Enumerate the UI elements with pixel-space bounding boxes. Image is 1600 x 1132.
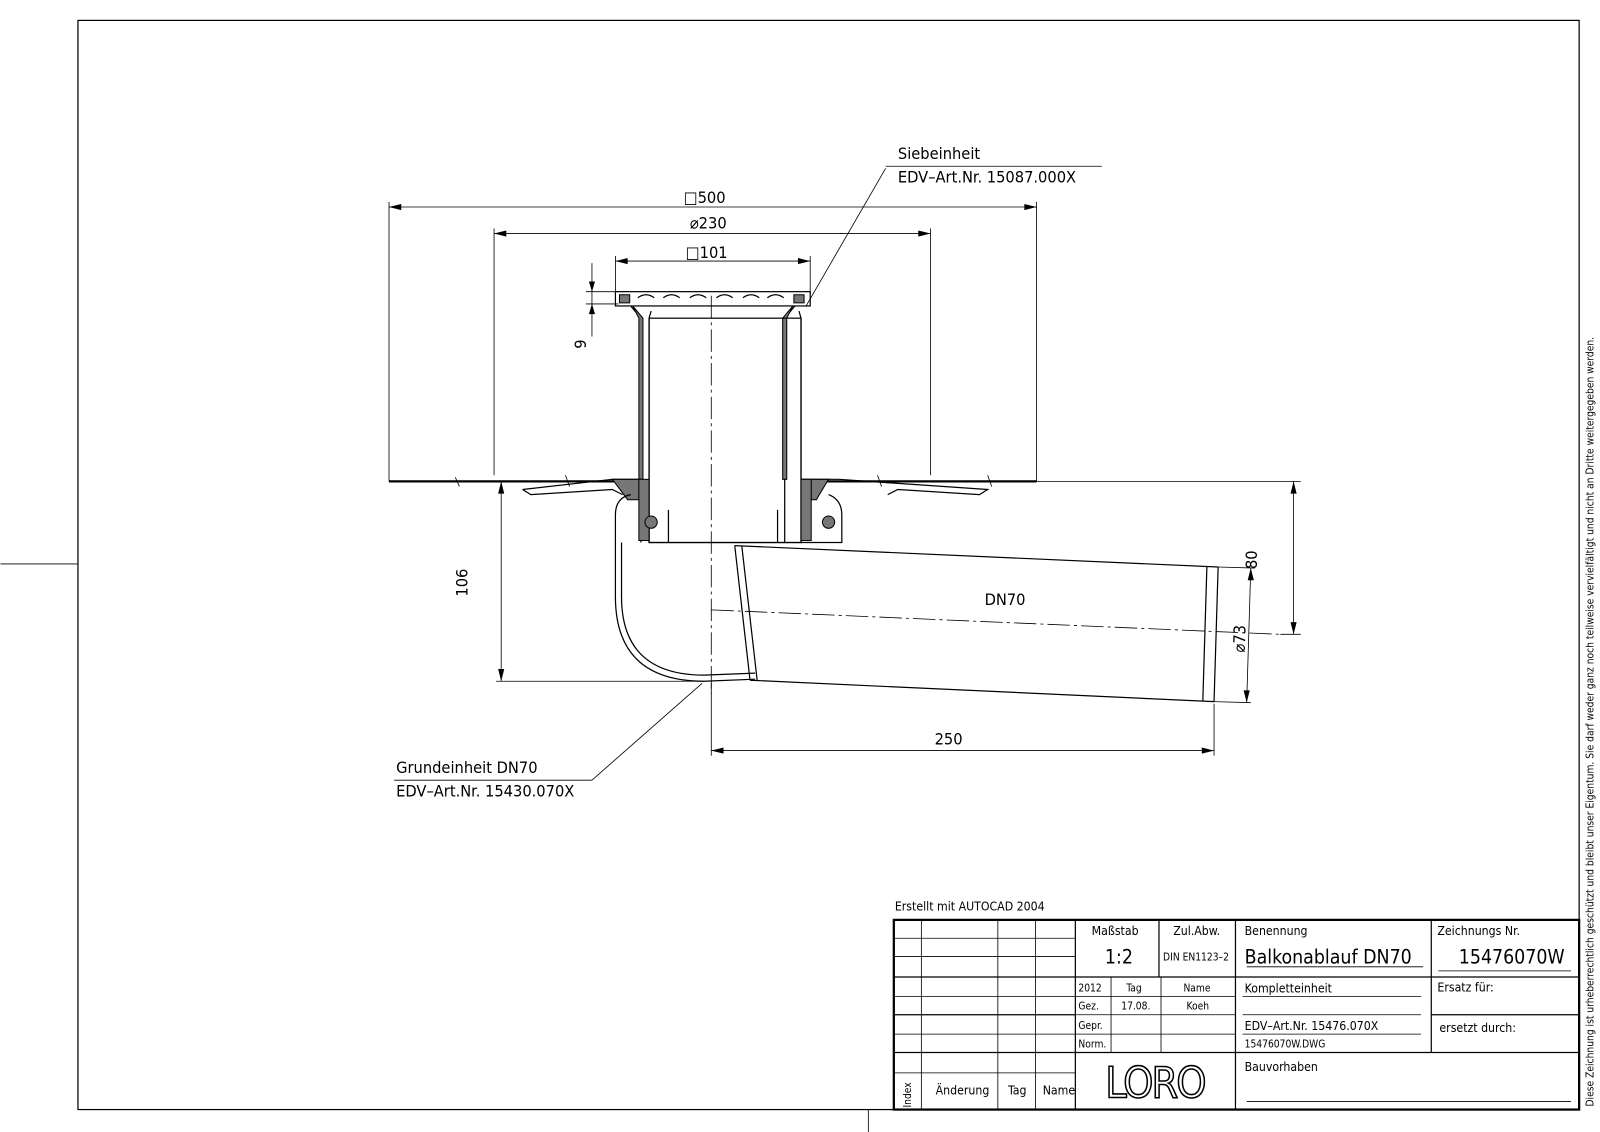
drawn-date: 17.08. — [1121, 1002, 1150, 1013]
pipe-label: DN70 — [985, 590, 1026, 609]
sieve-unit — [614, 291, 811, 544]
loro-logo: LORO — [1105, 1058, 1205, 1108]
replaces-label: Ersatz für: — [1437, 980, 1493, 994]
norm-label: Norm. — [1078, 1039, 1106, 1050]
dimension-9: 9 — [571, 263, 619, 349]
tolerance-value: DIN EN1123–2 — [1163, 953, 1229, 964]
header-name: Name — [1043, 1083, 1076, 1097]
replaced-by-label: ersetzt durch: — [1439, 1021, 1516, 1035]
dimension-diameter-73: ⌀73 — [1214, 566, 1255, 704]
dimension-250: 250 — [710, 683, 1215, 756]
header-day: Tag — [1007, 1083, 1026, 1097]
outlet-pipe: DN70 — [614, 542, 1219, 703]
drawing-no-value: 15476070W — [1459, 946, 1565, 969]
dimension-label: □101 — [686, 243, 728, 262]
subtitle: Kompletteinheit — [1245, 981, 1333, 995]
project-label: Bauvorhaben — [1245, 1060, 1318, 1074]
header-change: Änderung — [936, 1082, 990, 1097]
dimension-label: 80 — [1242, 550, 1261, 569]
tolerance-label: Zul.Abw. — [1173, 924, 1220, 938]
dimension-square-101: □101 — [615, 243, 811, 294]
callout-title: Siebeinheit — [898, 144, 981, 163]
checked-label: Gepr. — [1078, 1021, 1102, 1032]
floor-line — [389, 475, 1037, 487]
scale-label: Maßstab — [1092, 924, 1139, 938]
drawn-name: Koeh — [1187, 1002, 1210, 1013]
dimension-square-500: □500 — [388, 188, 1038, 482]
base-flange — [522, 478, 990, 544]
dimension-label: ⌀230 — [690, 213, 727, 232]
designation-label: Benennung — [1245, 924, 1308, 938]
callout-title: Grundeinheit DN70 — [396, 758, 537, 777]
callout-sieve-unit: Siebeinheit EDV–Art.Nr. 15087.000X — [805, 144, 1102, 307]
dimension-label: ⌀73 — [1230, 625, 1250, 653]
dimension-label: 106 — [453, 569, 472, 597]
dimension-label: 250 — [935, 729, 963, 748]
year: 2012 — [1078, 983, 1101, 994]
dimension-label: 9 — [571, 339, 590, 348]
file-name: 15476070W.DWG — [1245, 1039, 1326, 1050]
drawn-label: Gez. — [1078, 1002, 1098, 1013]
callout-article: EDV–Art.Nr. 15430.070X — [396, 781, 574, 800]
centerline-pipe — [711, 609, 1281, 635]
drawing-no-label: Zeichnungs Nr. — [1437, 924, 1520, 938]
title-block: Erstellt mit AUTOCAD 2004 — [892, 900, 1581, 1111]
dimension-diameter-230: ⌀230 — [493, 213, 931, 476]
header-index: Index — [903, 1082, 914, 1108]
day-label: Tag — [1125, 983, 1141, 994]
dimension-106: 106 — [453, 481, 705, 682]
designation-value: Balkonablauf DN70 — [1245, 946, 1412, 969]
drawing-frame — [77, 19, 1580, 1111]
article-no: EDV–Art.Nr. 15476.070X — [1245, 1019, 1379, 1033]
dimension-80: 80 — [1036, 480, 1301, 635]
dimension-label: □500 — [684, 188, 726, 207]
created-with: Erstellt mit AUTOCAD 2004 — [895, 900, 1045, 914]
copyright-notice: Diese Zeichnung ist urheberrechtlich ges… — [1585, 337, 1596, 1107]
name-label: Name — [1183, 983, 1210, 994]
callout-base-unit: Grundeinheit DN70 EDV–Art.Nr. 15430.070X — [394, 682, 703, 800]
scale-value: 1:2 — [1105, 946, 1133, 969]
callout-article: EDV–Art.Nr. 15087.000X — [898, 168, 1076, 187]
